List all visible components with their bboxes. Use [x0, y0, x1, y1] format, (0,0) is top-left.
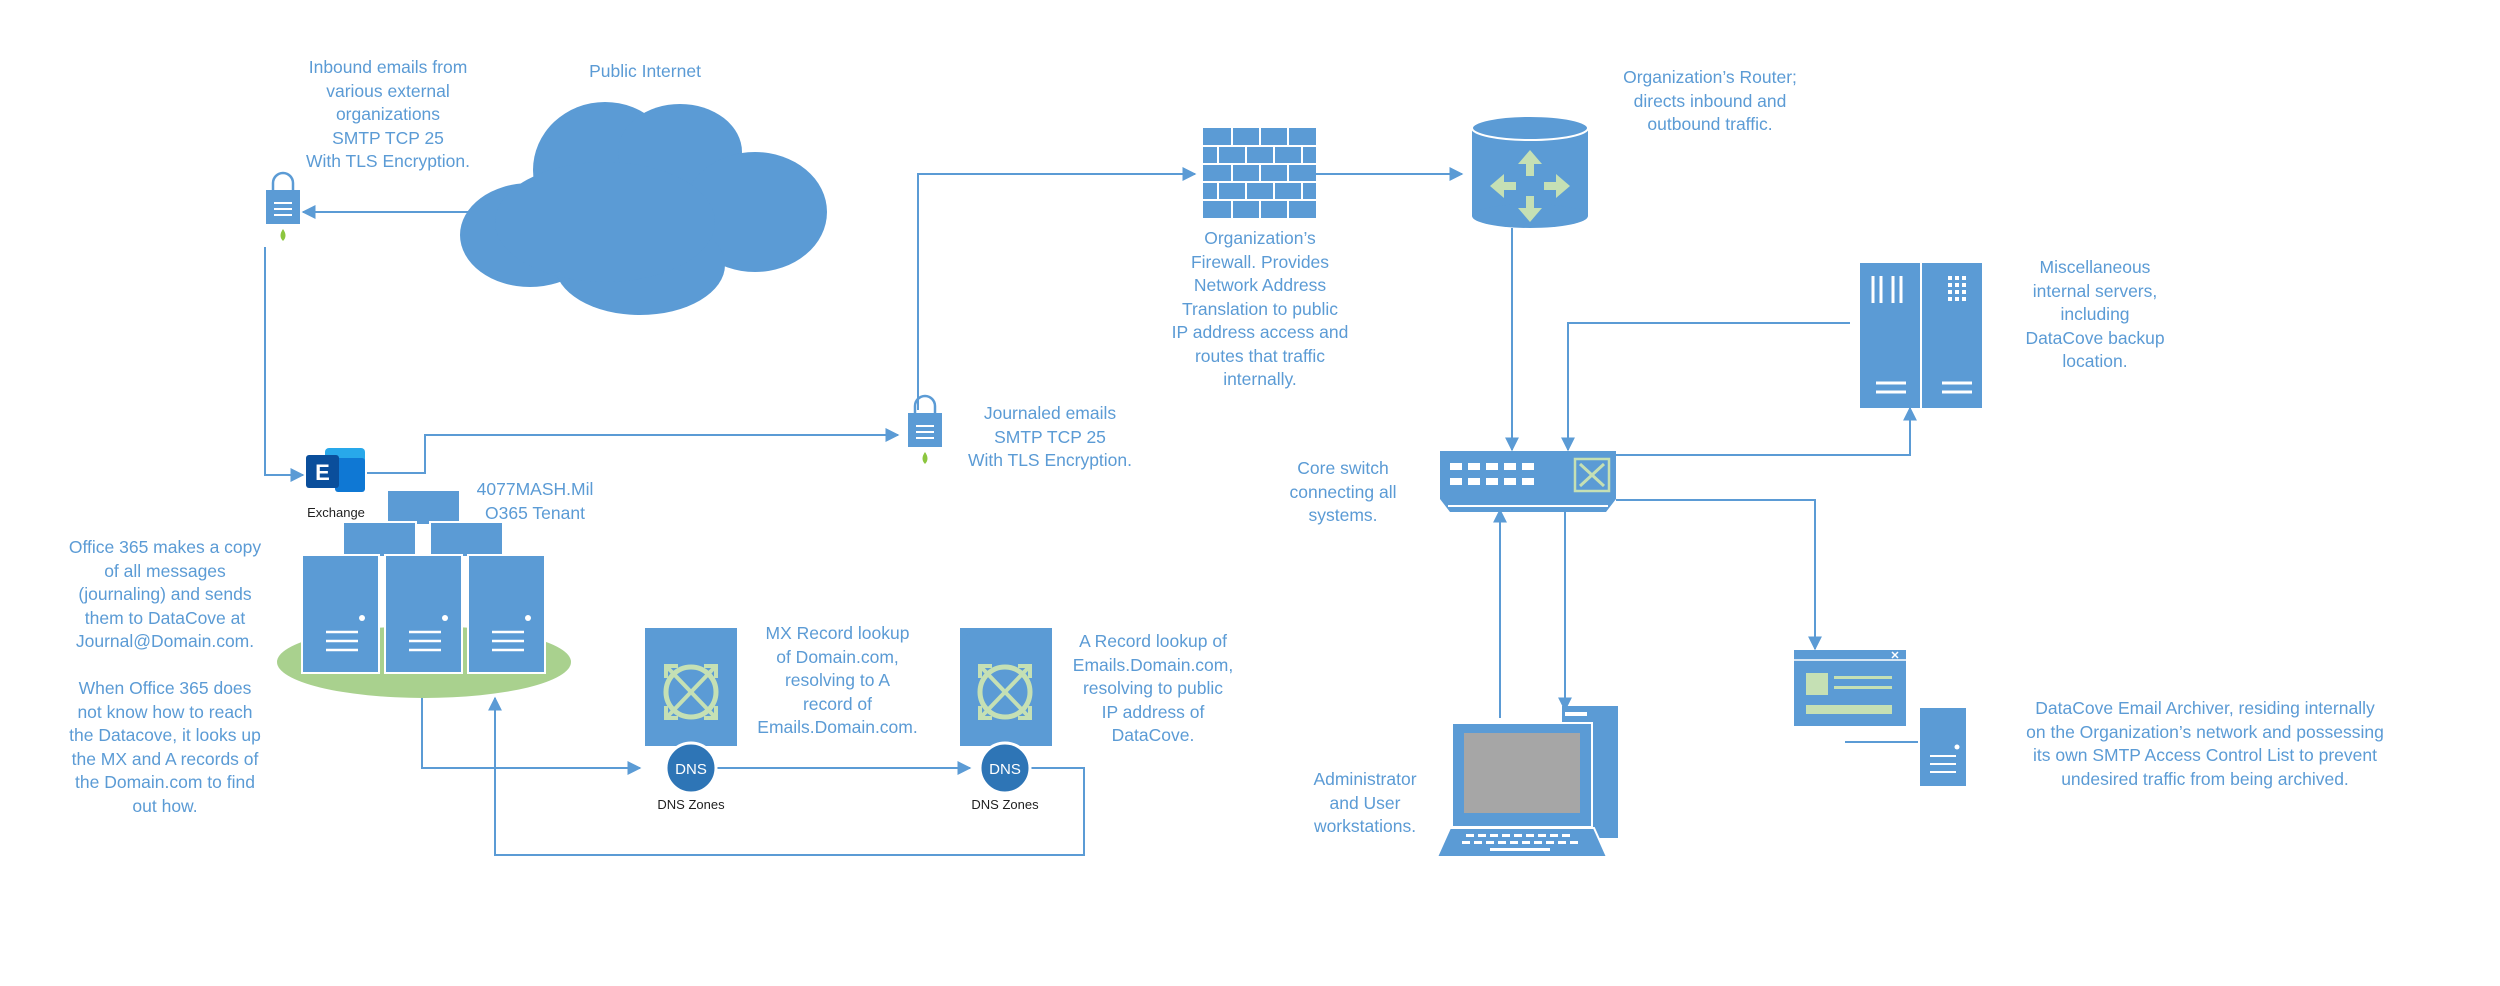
server-unit [467, 554, 546, 674]
switch-icon [1440, 451, 1616, 512]
dns-badge-text: DNS [989, 761, 1021, 778]
exchange-icon: E [306, 448, 365, 492]
padlock-icon [908, 394, 942, 464]
mx-lookup-label: MX Record lookup of Domain.com, resolvin… [757, 623, 918, 737]
office365-journaling-label: Office 365 makes a copy of all messages … [68, 537, 262, 816]
server-rack-icon [1860, 263, 1982, 408]
core-switch-label: Core switch connecting all systems. [1289, 458, 1397, 525]
lock-to-exchange-arrow [264, 247, 305, 482]
workstations-label: Administrator and User workstations. [1313, 769, 1417, 836]
a-record-lookup-label: A Record lookup of Emails.Domain.com, re… [1072, 631, 1234, 745]
workstation-icon [1435, 706, 1618, 858]
misc-servers-label: Miscellaneous internal servers, includin… [2025, 257, 2165, 371]
server-unit [384, 554, 463, 674]
switch-to-archiver-arrow [1616, 499, 1822, 651]
exchange-to-journal-lock-arrow [367, 428, 900, 474]
exchange-letter: E [315, 460, 330, 485]
server-unit [301, 554, 380, 674]
server-farm-icon [277, 489, 571, 698]
router-icon [1471, 115, 1589, 228]
inbound-emails-label: Inbound emails from various external org… [305, 57, 471, 171]
servers-to-dns1-arrow [421, 693, 642, 775]
public-internet-label: Public Internet [589, 61, 701, 81]
archiver-icon [1794, 650, 1966, 786]
dns-zone-icon: DNS [960, 628, 1052, 795]
dns-badge-text: DNS [675, 761, 707, 778]
firewall-icon [1203, 128, 1316, 218]
cloud-icon [460, 102, 827, 315]
dns-zones-caption: DNS Zones [657, 797, 725, 812]
router-label: Organization’s Router; directs inbound a… [1623, 67, 1797, 134]
archiver-label: DataCove Email Archiver, residing intern… [2026, 698, 2384, 789]
dns-zone-icon: DNS [645, 628, 737, 795]
servers-to-switch-arrow [1561, 322, 1850, 452]
firewall-label: Organization’s Firewall. Provides Networ… [1171, 228, 1349, 389]
connectors [264, 167, 1918, 856]
switch-to-servers-arrow [1616, 406, 1917, 456]
dns2-return-arrow [488, 696, 1085, 856]
tenant-label: 4077MASH.Mil O365 Tenant [476, 479, 594, 523]
journaled-emails-label: Journaled emails SMTP TCP 25 With TLS En… [967, 403, 1133, 470]
journal-lock-to-firewall-arrow [917, 167, 1197, 410]
padlock-icon [266, 171, 300, 241]
dns-zones-caption: DNS Zones [971, 797, 1039, 812]
exchange-caption: Exchange [307, 505, 365, 520]
